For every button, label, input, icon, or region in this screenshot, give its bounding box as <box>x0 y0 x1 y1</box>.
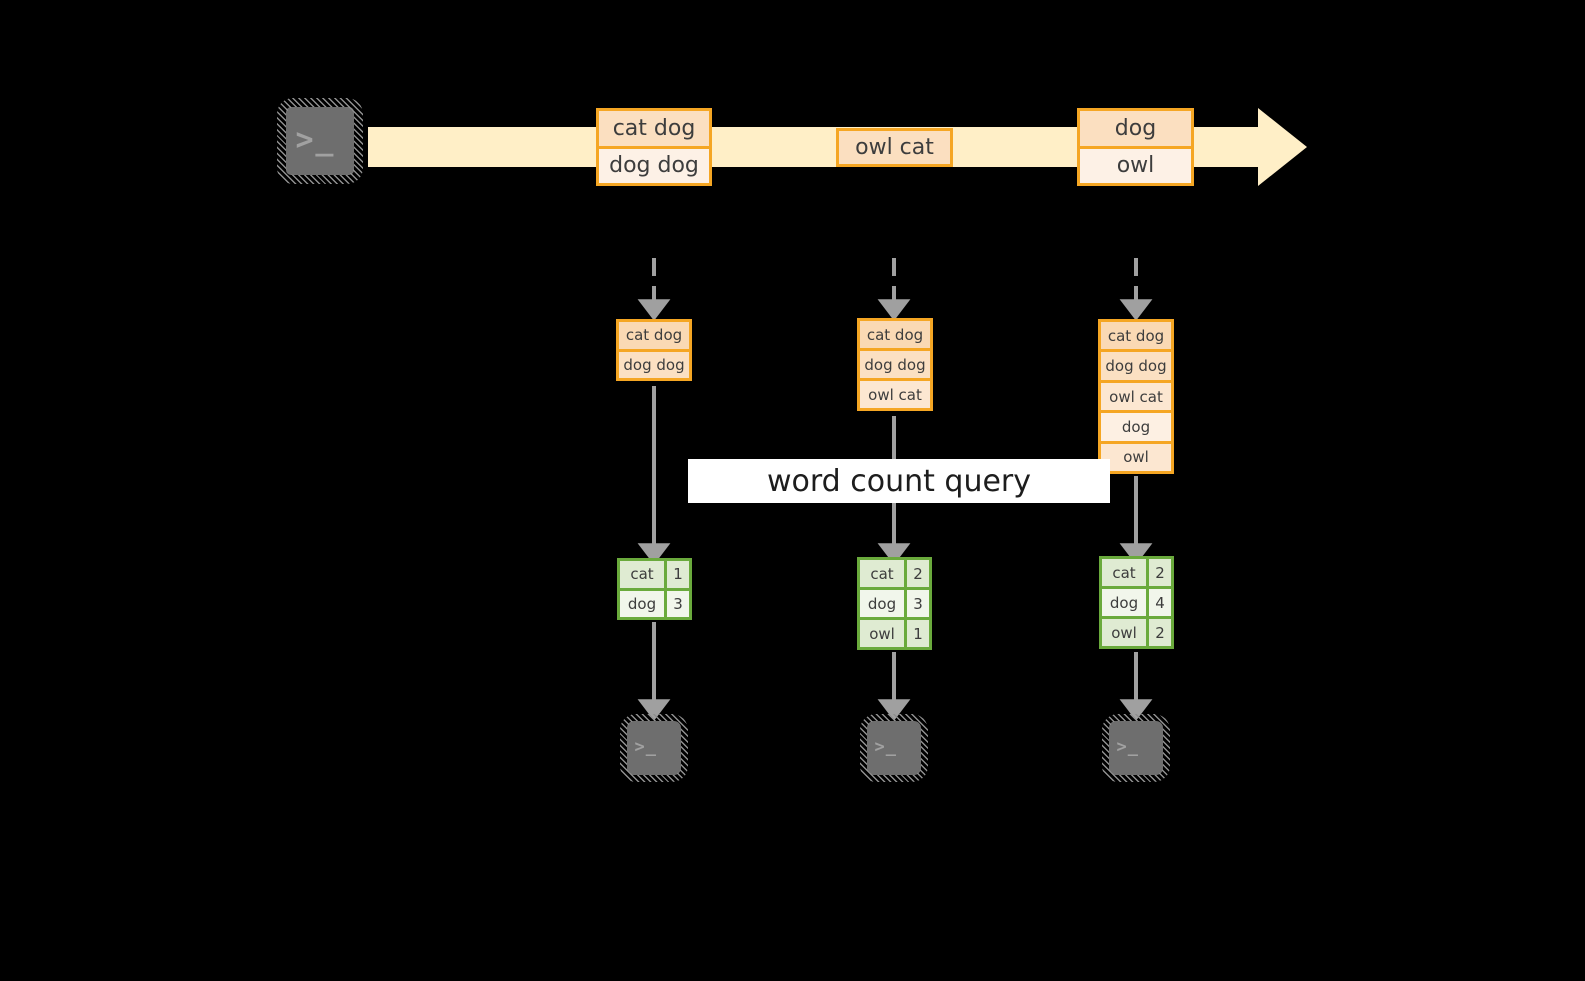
count-cell: 2 <box>1146 559 1171 586</box>
timeline-event-2[interactable]: owl cat <box>836 128 953 167</box>
table-row: cat 2 <box>860 560 929 587</box>
result-table-col3[interactable]: cat 2 dog 4 owl 2 <box>1099 556 1174 649</box>
table-row: owl 2 <box>1102 616 1171 646</box>
count-cell: 2 <box>1146 619 1171 646</box>
event-line: cat dog <box>599 111 709 146</box>
stack-line: cat dog <box>860 321 930 348</box>
stack-line: owl cat <box>1101 379 1171 411</box>
stack-line: owl <box>1101 440 1171 472</box>
table-row: owl 1 <box>860 617 929 647</box>
stack-line: dog <box>1101 410 1171 441</box>
count-cell: 3 <box>664 590 689 617</box>
timeline-event-3[interactable]: dog owl <box>1077 108 1194 186</box>
word-cell: dog <box>860 590 904 617</box>
table-row: cat 2 <box>1102 559 1171 586</box>
terminal-prompt-glyph: >_ <box>1116 737 1140 758</box>
count-cell: 1 <box>664 561 689 588</box>
state-stack-col3[interactable]: cat dog dog dog owl cat dog owl <box>1098 319 1174 474</box>
source-terminal-icon[interactable]: >_ <box>277 98 363 184</box>
terminal-prompt-glyph: >_ <box>634 737 658 758</box>
terminal-prompt-glyph: >_ <box>874 737 898 758</box>
count-cell: 2 <box>904 560 929 587</box>
stack-line: cat dog <box>619 322 689 349</box>
sink-terminal-col3[interactable]: >_ <box>1102 714 1170 782</box>
sink-terminal-col1[interactable]: >_ <box>620 714 688 782</box>
stack-line: owl cat <box>860 378 930 408</box>
table-row: dog 3 <box>620 587 689 617</box>
word-cell: dog <box>1102 589 1146 616</box>
event-line: dog dog <box>599 145 709 183</box>
terminal-screen: >_ <box>627 721 681 775</box>
query-label: word count query <box>688 459 1110 503</box>
result-table-col2[interactable]: cat 2 dog 3 owl 1 <box>857 557 932 650</box>
timeline-event-1[interactable]: cat dog dog dog <box>596 108 712 186</box>
terminal-screen: >_ <box>286 107 354 175</box>
word-cell: cat <box>860 560 904 587</box>
stack-line: dog dog <box>1101 349 1171 380</box>
word-cell: owl <box>1102 619 1146 646</box>
table-row: dog 3 <box>860 587 929 617</box>
event-line: owl cat <box>839 131 950 164</box>
word-cell: cat <box>1102 559 1146 586</box>
count-cell: 1 <box>904 620 929 647</box>
stack-line: cat dog <box>1101 322 1171 350</box>
table-row: dog 4 <box>1102 586 1171 616</box>
stack-line: dog dog <box>619 348 689 378</box>
word-cell: dog <box>620 590 664 617</box>
terminal-screen: >_ <box>1109 721 1163 775</box>
event-line: dog <box>1080 111 1191 146</box>
state-stack-col2[interactable]: cat dog dog dog owl cat <box>857 318 933 411</box>
count-cell: 4 <box>1146 589 1171 616</box>
count-cell: 3 <box>904 590 929 617</box>
result-table-col1[interactable]: cat 1 dog 3 <box>617 558 692 620</box>
terminal-prompt-glyph: >_ <box>295 122 336 158</box>
word-cell: owl <box>860 620 904 647</box>
event-line: owl <box>1080 145 1191 183</box>
state-stack-col1[interactable]: cat dog dog dog <box>616 319 692 381</box>
table-row: cat 1 <box>620 561 689 588</box>
stack-line: dog dog <box>860 348 930 378</box>
sink-terminal-col2[interactable]: >_ <box>860 714 928 782</box>
terminal-screen: >_ <box>867 721 921 775</box>
word-cell: cat <box>620 561 664 588</box>
